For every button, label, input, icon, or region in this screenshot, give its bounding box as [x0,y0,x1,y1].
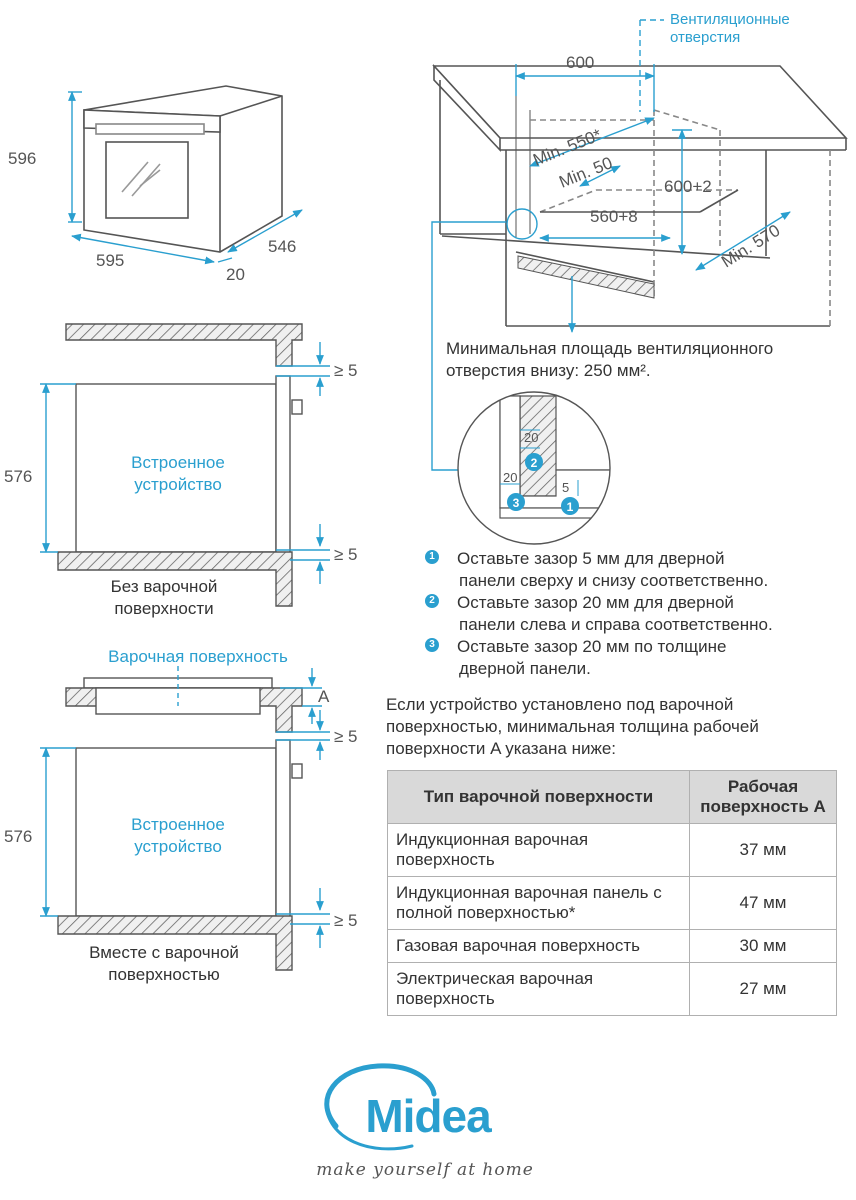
table-intro-line3: поверхности A указана ниже: [386,739,617,758]
table-intro: Если устройство установлено под варочной… [386,694,759,760]
no-hob-gap-top: ≥ 5 [334,361,358,380]
vent-note-line2: отверстия внизу: 250 мм². [446,361,651,380]
table-cell-value: 27 мм [689,962,837,1016]
oven-door-label: 20 [226,265,245,284]
cab-min50: Min. 50 [556,153,615,192]
detail-marker-1: 1 [561,497,579,515]
with-hob-device-line2: устройство [134,837,222,856]
table-intro-line2: поверхностью, минимальная толщина рабоче… [386,717,759,736]
cab-width-600: 600 [566,53,594,72]
svg-text:1: 1 [567,500,574,514]
with-hob-gap-bottom: ≥ 5 [334,911,358,930]
legend-item-2: 2 Оставьте зазор 20 мм для дверной панел… [425,592,835,636]
legend-item-3: 3 Оставьте зазор 20 мм по толщине дверно… [425,636,835,680]
vent-note: Минимальная площадь вентиляционного отве… [446,338,773,382]
no-hob-caption-line1: Без варочной [111,577,218,596]
table-cell-type: Индукционная варочная поверхность [387,823,690,877]
svg-text:3: 3 [513,496,520,510]
no-hob-device-line1: Встроенное [131,453,225,472]
legend-num-1: 1 [425,550,439,564]
brand-slogan: make yourself at home [316,1160,534,1180]
table-intro-line1: Если устройство установлено под варочной [386,695,734,714]
table-cell-type: Газовая варочная поверхность [387,929,690,963]
with-hob-device-line1: Встроенное [131,815,225,834]
cab-560: 560+8 [590,207,638,226]
legend-3-line2: дверной панели. [459,659,591,678]
legend-1-line2: панели сверху и снизу соответственно. [459,571,769,590]
detail-marker-3: 3 [507,493,525,511]
with-hob-caption-line1: Вместе с варочной [89,943,239,962]
oven-height-label: 596 [8,149,36,168]
with-hob-caption-line2: поверхностью [108,965,220,984]
with-hob-height: 576 [4,827,32,846]
no-hob-dims [40,342,330,584]
with-hob-section [57,677,303,971]
no-hob-caption-line2: поверхности [114,599,213,618]
oven-width-label: 595 [96,251,124,270]
cab-min570: Min. 570 [718,221,783,272]
table-header-row: Тип варочной поверхности Рабочая поверхн… [387,770,837,824]
detail-5: 5 [562,480,569,495]
vent-label-line1: Вентиляционные [670,11,790,28]
table-cell-value: 30 мм [689,929,837,963]
detail-20-left: 20 [503,470,517,485]
table-row: Электрическая варочная поверхность 27 мм [387,962,837,1016]
cab-height-600: 600+2 [664,177,712,196]
legend-2-line1: Оставьте зазор 20 мм для дверной [457,593,734,612]
svg-text:Midea: Midea [365,1090,492,1142]
legend-2-line2: панели слева и справа соответственно. [459,615,773,634]
table-cell-value: 47 мм [689,876,837,930]
detail-marker-2: 2 [525,453,543,471]
detail-20-top: 20 [524,430,538,445]
legend-num-3: 3 [425,638,439,652]
hob-label: Варочная поверхность [108,647,288,666]
svg-text:2: 2 [531,456,538,470]
table-row: Индукционная варочная поверхность 37 мм [387,823,837,877]
oven-3d-drawing [83,85,283,253]
no-hob-gap-bottom: ≥ 5 [334,545,358,564]
legend-3-line1: Оставьте зазор 20 мм по толщине [457,637,727,656]
legend-1-line1: Оставьте зазор 5 мм для дверной [457,549,725,568]
hob-a-label: A [318,687,330,706]
vent-note-line1: Минимальная площадь вентиляционного [446,339,774,358]
detail-callout-circle [506,208,538,240]
with-hob-gap-top: ≥ 5 [334,727,358,746]
table-row: Газовая варочная поверхность 30 мм [387,929,837,963]
legend-num-2: 2 [425,594,439,608]
no-hob-section [57,323,303,607]
table-cell-type: Электрическая варочная поверхность [387,962,690,1016]
no-hob-device-line2: устройство [134,475,222,494]
gap-detail [457,391,611,545]
table-cell-value: 37 мм [689,823,837,877]
vent-label-line2: отверстия [670,29,740,46]
midea-logo: Midea [324,1063,493,1151]
cabinet-dimension-lines [431,19,791,471]
table-header-worktop: Рабочая поверхность A [689,770,837,824]
table-row: Индукционная варочная панель с полной по… [387,876,837,930]
oven-dimension-lines [68,91,303,265]
table-cell-type: Индукционная варочная панель с полной по… [387,876,690,930]
legend-item-1: 1 Оставьте зазор 5 мм для дверной панели… [425,548,835,592]
with-hob-dims [40,666,330,948]
no-hob-height: 576 [4,467,32,486]
oven-depth-label: 546 [268,237,296,256]
cabinet-floor-hatch [517,255,655,299]
worktop-thickness-table: Тип варочной поверхности Рабочая поверхн… [387,770,837,1016]
table-header-type: Тип варочной поверхности [387,770,690,824]
